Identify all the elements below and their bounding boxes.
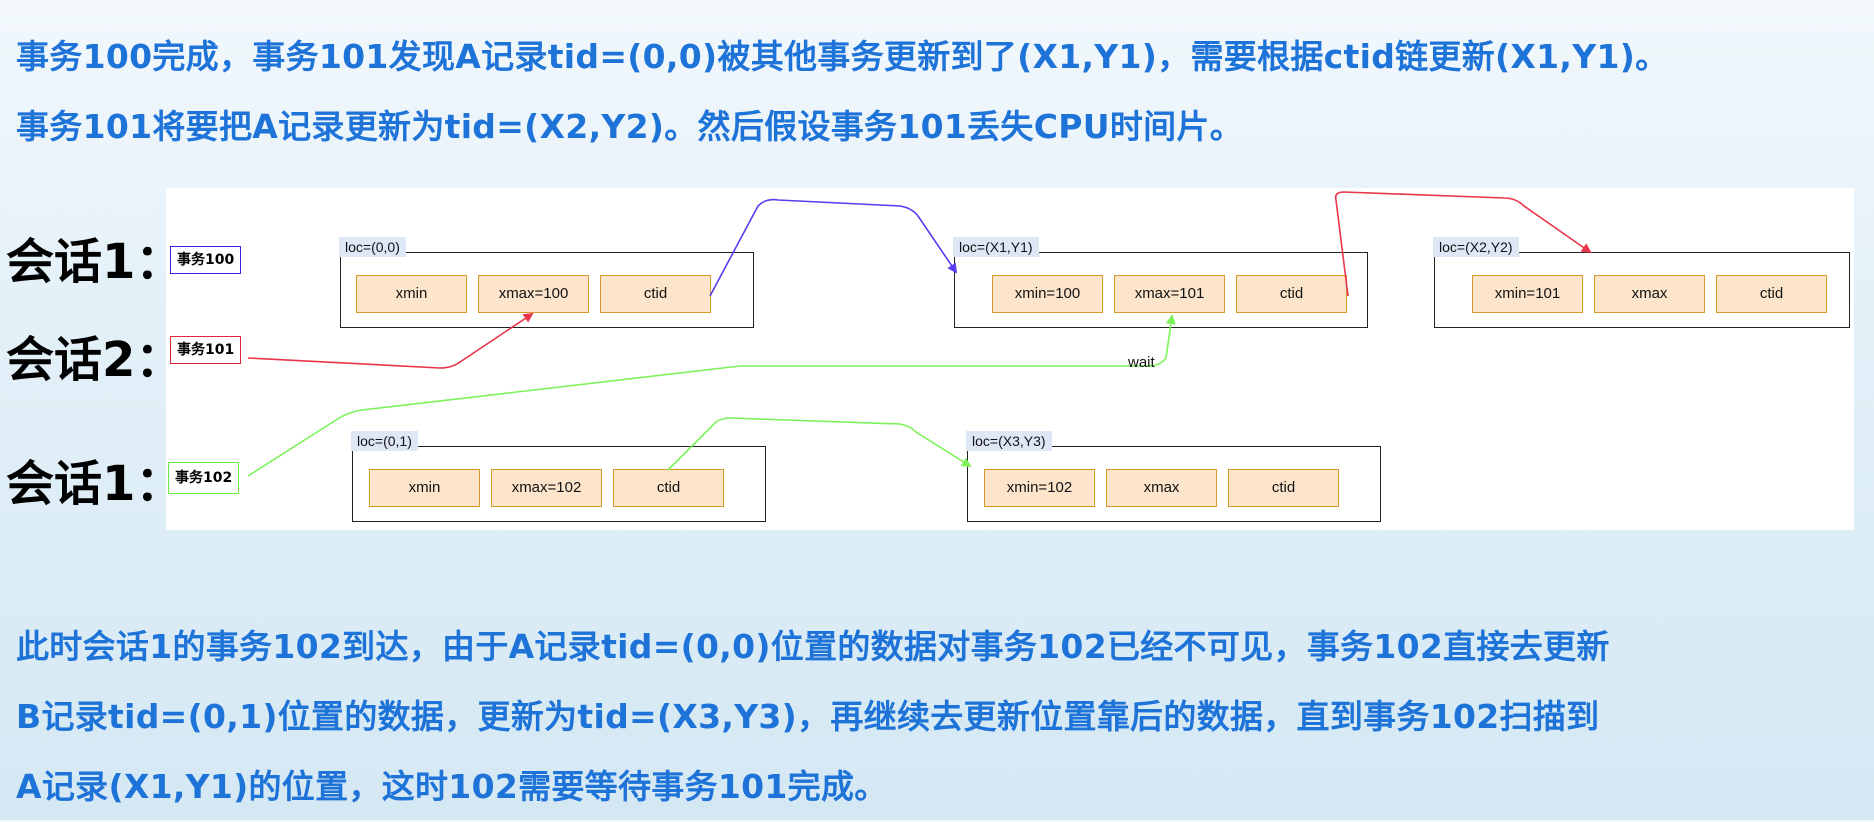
ctid-chain-arrow-2	[1334, 191, 1592, 297]
field-xmin: xmin	[369, 469, 480, 507]
field-xmax: xmax=100	[478, 275, 589, 313]
page-loc-x2-y2: loc=(X2,Y2) xmin=101 xmax ctid	[1433, 237, 1850, 328]
txn102-update-arrow	[667, 417, 972, 471]
field-xmax: xmax	[1594, 275, 1705, 313]
field-ctid: ctid	[613, 469, 724, 507]
field-ctid: ctid	[1716, 275, 1827, 313]
session-label-3: 会话1：	[6, 456, 184, 512]
field-xmax: xmax	[1106, 469, 1217, 507]
session-label-1: 会话1：	[6, 234, 184, 290]
outro-text: 此时会话1的事务102到达，由于A记录tid=(0,0)位置的数据对事务102已…	[16, 612, 1610, 822]
txn-100-box: 事务100	[170, 246, 242, 274]
page-loc-x1-y1: loc=(X1,Y1) xmin=100 xmax=101 ctid	[953, 237, 1368, 328]
field-xmin: xmin=101	[1472, 275, 1583, 313]
wait-label: wait	[1128, 354, 1155, 371]
page-loc-0-0: loc=(0,0) xmin xmax=100 ctid	[339, 237, 754, 328]
field-xmin: xmin	[356, 275, 467, 313]
txn-101-box: 事务101	[170, 336, 242, 364]
field-xmin: xmin=100	[992, 275, 1103, 313]
outro-line: 此时会话1的事务102到达，由于A记录tid=(0,0)位置的数据对事务102已…	[16, 627, 1610, 666]
page-loc-label: loc=(0,1)	[351, 431, 418, 451]
session-label-2: 会话2：	[6, 332, 184, 388]
field-ctid: ctid	[1228, 469, 1339, 507]
field-ctid: ctid	[1236, 275, 1347, 313]
ctid-chain-arrow	[709, 198, 958, 297]
field-xmin: xmin=102	[984, 469, 1095, 507]
page-loc-label: loc=(X1,Y1)	[953, 237, 1039, 257]
txn-102-box: 事务102	[168, 462, 240, 494]
page-loc-label: loc=(X2,Y2)	[1433, 237, 1519, 257]
intro-text: 事务100完成，事务101发现A记录tid=(0,0)被其他事务更新到了(X1,…	[16, 22, 1668, 162]
page-loc-x3-y3: loc=(X3,Y3) xmin=102 xmax ctid	[966, 431, 1381, 522]
outro-line: B记录tid=(0,1)位置的数据，更新为tid=(X3,Y3)，再继续去更新位…	[16, 697, 1600, 736]
txn102-wait-arrow	[247, 314, 1176, 477]
intro-line: 事务101将要把A记录更新为tid=(X2,Y2)。然后假设事务101丢失CPU…	[16, 107, 1244, 146]
intro-line: 事务100完成，事务101发现A记录tid=(0,0)被其他事务更新到了(X1,…	[16, 37, 1669, 76]
txn101-update-arrow	[247, 312, 534, 369]
page-loc-label: loc=(X3,Y3)	[966, 431, 1052, 451]
field-xmax: xmax=102	[491, 469, 602, 507]
outro-line: A记录(X1,Y1)的位置，这时102需要等待事务101完成。	[16, 767, 888, 806]
field-xmax: xmax=101	[1114, 275, 1225, 313]
page-loc-0-1: loc=(0,1) xmin xmax=102 ctid	[351, 431, 766, 522]
page-loc-label: loc=(0,0)	[339, 237, 406, 257]
